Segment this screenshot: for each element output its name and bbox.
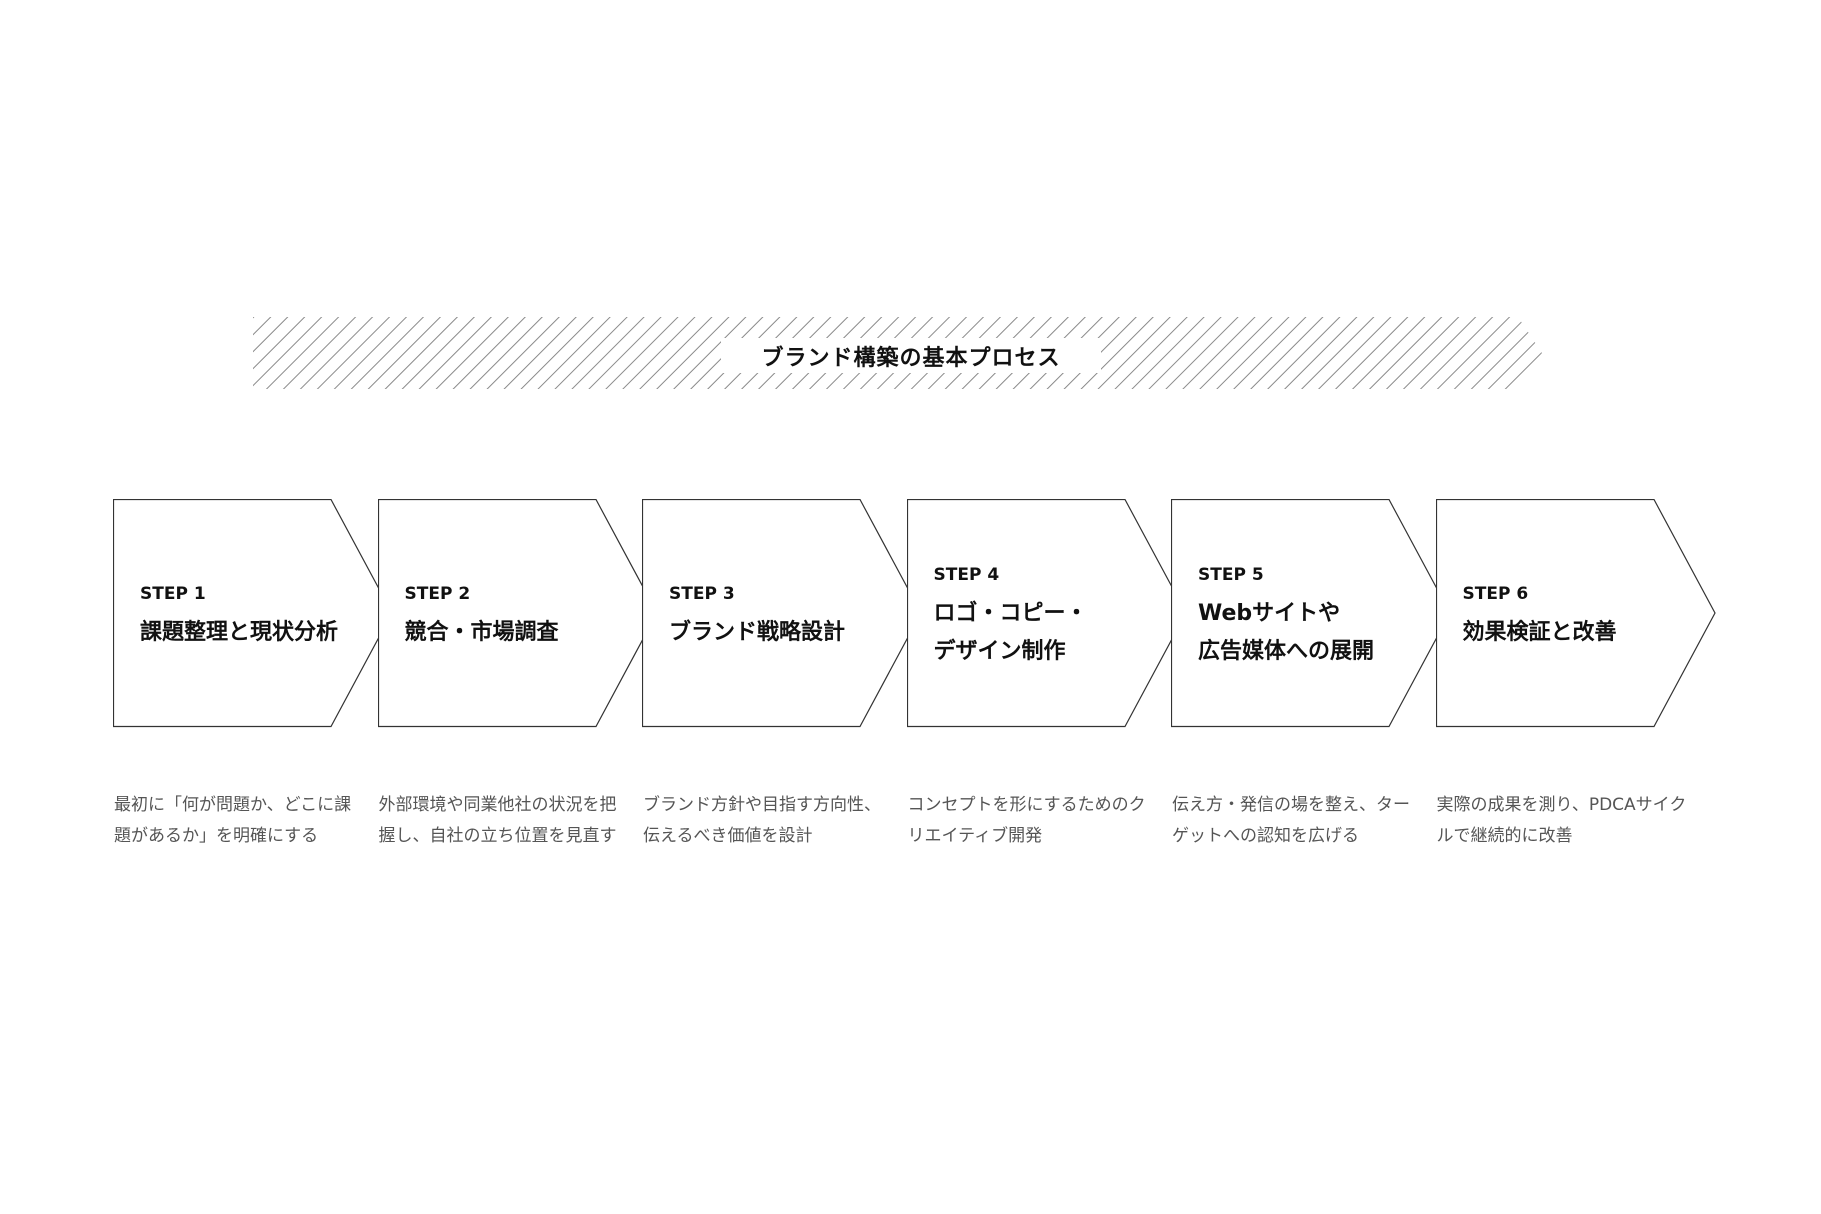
step-title: 競合・市場調査 <box>404 620 559 645</box>
step-3-chevron: STEP 3 ブランド戦略設計 <box>642 499 924 728</box>
chevron-shape <box>377 499 658 728</box>
diagram-title: ブランド構築の基本プロセス <box>761 345 1061 371</box>
step-1-chevron: STEP 1 課題整理と現状分析 <box>113 499 395 728</box>
step-6-description: 実際の成果を測り、PDCAサイクルで継続的に改善 <box>1436 795 1687 846</box>
step-4-description: コンセプトを形にするためのクリエイティブ開発 <box>907 795 1146 846</box>
step-title: 課題整理と現状分析 <box>140 620 339 645</box>
step-title: Webサイトや 広告媒体への展開 <box>1198 601 1375 664</box>
step-label: STEP 1 <box>140 584 206 604</box>
chevron-shape <box>906 499 1187 728</box>
chevron-shape <box>1435 499 1716 728</box>
step-text: STEP 4 ロゴ・コピー・ デザイン制作 <box>934 499 1088 727</box>
step-text: STEP 1 課題整理と現状分析 <box>140 499 338 727</box>
chevron-shape <box>113 499 393 728</box>
step-text: STEP 2 競合・市場調査 <box>405 499 559 727</box>
step-3-description: ブランド方針や目指す方向性、伝えるべき価値を設計 <box>643 795 881 846</box>
step-label: STEP 5 <box>1198 565 1264 585</box>
step-text: STEP 3 ブランド戦略設計 <box>669 499 845 727</box>
step-label: STEP 6 <box>1462 584 1529 604</box>
step-2-chevron: STEP 2 競合・市場調査 <box>377 499 660 728</box>
step-5-description: 伝え方・発信の場を整え、ターゲットへの認知を広げる <box>1172 795 1410 846</box>
step-text: STEP 5 Webサイトや 広告媒体への展開 <box>1198 499 1374 727</box>
step-title: 効果検証と改善 <box>1462 620 1617 645</box>
step-6-chevron: STEP 6 効果検証と改善 <box>1435 499 1718 728</box>
chevron-shape <box>1171 499 1451 728</box>
step-1-description: 最初に「何が問題か、どこに課題があるか」を明確にする <box>114 795 352 846</box>
step-title: ブランド戦略設計 <box>669 620 846 645</box>
step-2-description: 外部環境や同業他社の状況を把握し、自社の立ち位置を見直す <box>378 795 617 846</box>
title-box: ブランド構築の基本プロセス <box>721 338 1101 373</box>
step-label: STEP 4 <box>933 565 1000 585</box>
step-label: STEP 2 <box>404 584 471 604</box>
chevron-shape <box>642 499 922 728</box>
step-label: STEP 3 <box>669 584 735 604</box>
step-title: ロゴ・コピー・ デザイン制作 <box>933 601 1088 664</box>
step-text: STEP 6 効果検証と改善 <box>1463 499 1617 727</box>
step-4-chevron: STEP 4 ロゴ・コピー・ デザイン制作 <box>906 499 1189 728</box>
step-5-chevron: STEP 5 Webサイトや 広告媒体への展開 <box>1171 499 1453 728</box>
